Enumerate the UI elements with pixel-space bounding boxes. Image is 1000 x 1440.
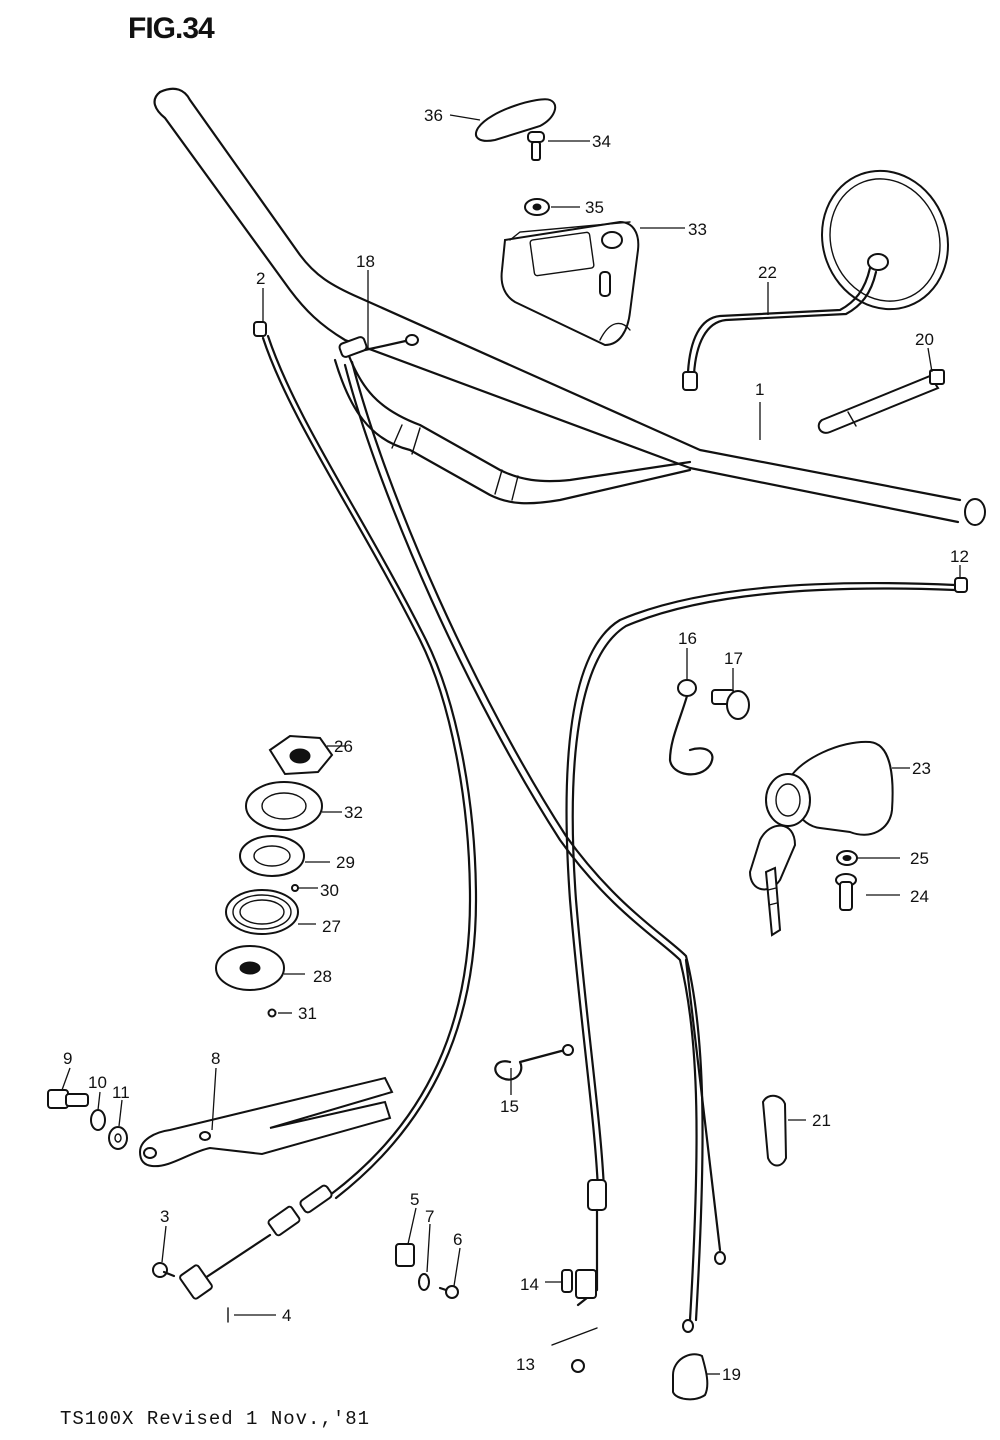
- bracket-8: [138, 1076, 394, 1168]
- switch-housing-33: [500, 220, 640, 347]
- nut-26: [268, 734, 334, 776]
- callout-17: 17: [724, 649, 743, 668]
- callout-33: 33: [688, 220, 707, 239]
- bolt-17: [711, 689, 750, 720]
- spring-clip-16: [668, 679, 714, 776]
- strap-20: [817, 369, 945, 434]
- callout-9: 9: [63, 1049, 72, 1068]
- callout-22: 22: [758, 263, 777, 282]
- tube-21: [761, 1094, 788, 1167]
- revision-footer: TS100X Revised 1 Nov.,'81: [60, 1408, 371, 1430]
- callout-6: 6: [453, 1230, 462, 1249]
- cap-36: [475, 98, 557, 142]
- bolt-9: [47, 1089, 89, 1109]
- callout-5: 5: [410, 1190, 419, 1209]
- boot-19: [672, 1353, 709, 1401]
- screw-6: [438, 1285, 459, 1299]
- callout-4: 4: [282, 1306, 291, 1325]
- callout-20: 20: [915, 330, 934, 349]
- screw-24: [835, 873, 857, 911]
- callout-29: 29: [336, 853, 355, 872]
- washer-10: [90, 1109, 106, 1131]
- callout-2: 2: [256, 269, 265, 288]
- callout-16: 16: [678, 629, 697, 648]
- mirror-22: [682, 169, 949, 391]
- callout-12: 12: [950, 547, 969, 566]
- figure-title: FIG.34: [128, 12, 215, 45]
- callout-13: 13: [516, 1355, 535, 1374]
- screw-3: [152, 1262, 176, 1278]
- washer-25: [836, 850, 858, 866]
- ball-30: [291, 884, 299, 892]
- clip-15: [494, 1044, 574, 1081]
- clutch-cable: [565, 577, 968, 1307]
- washer-35: [524, 198, 550, 216]
- race-32: [245, 781, 323, 831]
- callout-35: 35: [585, 198, 604, 217]
- stop-switch-14: [561, 1269, 573, 1293]
- callout-36: 36: [424, 106, 443, 125]
- washer-7: [418, 1273, 430, 1291]
- handlebar: [153, 87, 986, 526]
- callout-27: 27: [322, 917, 341, 936]
- bearing-27: [225, 889, 299, 935]
- callout-25: 25: [910, 849, 929, 868]
- cable-adjuster-18: [338, 334, 419, 358]
- callout-3: 3: [160, 1207, 169, 1226]
- callout-26: 26: [334, 737, 353, 756]
- callout-labels: 1 2 3 4 5 6 7 8 9 10 11 12 13 14 15 16 1…: [63, 106, 969, 1384]
- screw-13: [551, 1327, 598, 1373]
- callout-15: 15: [500, 1097, 519, 1116]
- callout-32: 32: [344, 803, 363, 822]
- callout-7: 7: [425, 1207, 434, 1226]
- callout-21: 21: [812, 1111, 831, 1130]
- throttle-cable: [179, 321, 478, 1300]
- callout-11: 11: [112, 1083, 130, 1102]
- callout-10: 10: [88, 1073, 107, 1092]
- front-brake-cable: [343, 360, 726, 1333]
- race-29: [239, 835, 305, 877]
- callout-34: 34: [592, 132, 611, 151]
- ignition-switch-23: [748, 740, 894, 937]
- callout-31: 31: [298, 1004, 317, 1023]
- screw-34: [527, 131, 545, 161]
- callout-30: 30: [320, 881, 339, 900]
- callout-8: 8: [211, 1049, 220, 1068]
- clamp-5: [395, 1243, 415, 1267]
- leader-lines: [61, 114, 961, 1375]
- callout-28: 28: [313, 967, 332, 986]
- callout-19: 19: [722, 1365, 741, 1384]
- callout-24: 24: [910, 887, 929, 906]
- ball-31: [267, 1008, 277, 1018]
- callout-1: 1: [755, 380, 764, 399]
- callout-14: 14: [520, 1275, 539, 1294]
- callout-18: 18: [356, 252, 375, 271]
- race-28: [215, 945, 285, 991]
- washer-11: [108, 1126, 128, 1150]
- callout-23: 23: [912, 759, 931, 778]
